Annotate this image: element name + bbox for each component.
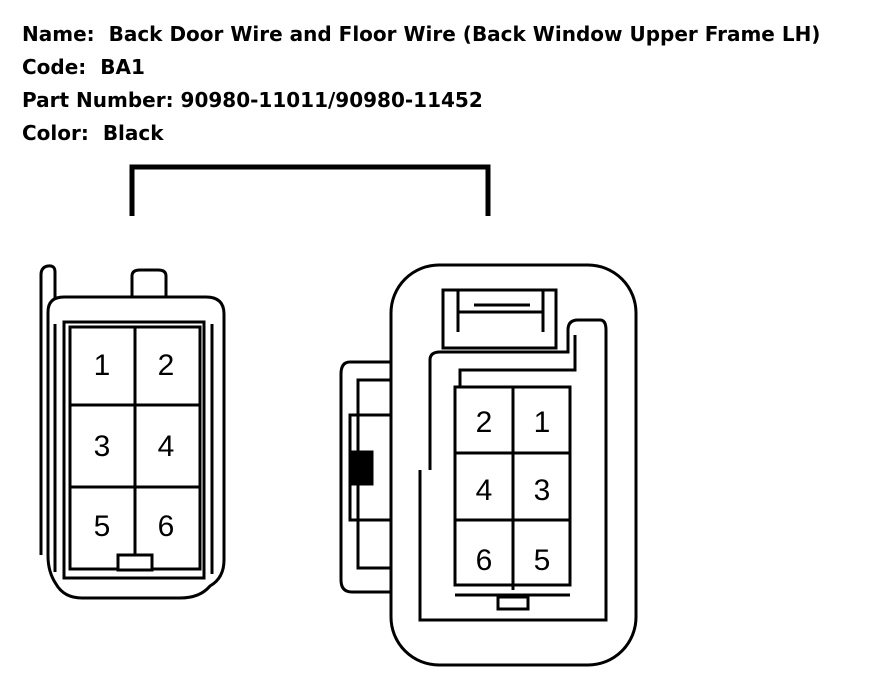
male-pin-5: 5 bbox=[534, 544, 551, 577]
male-pin-1: 1 bbox=[534, 406, 551, 439]
female-body bbox=[46, 295, 226, 600]
female-latch bbox=[130, 268, 168, 297]
male-lock-lever bbox=[441, 288, 558, 350]
name-line: Name: Back Door Wire and Floor Wire (Bac… bbox=[22, 18, 820, 51]
name-label: Name: bbox=[22, 22, 95, 46]
name-value: Back Door Wire and Floor Wire (Back Wind… bbox=[108, 22, 821, 46]
female-pin-3: 3 bbox=[94, 430, 111, 463]
connector-info: Name: Back Door Wire and Floor Wire (Bac… bbox=[22, 18, 820, 150]
male-side-latch bbox=[339, 360, 391, 594]
male-pin-4: 4 bbox=[476, 474, 493, 507]
female-connector bbox=[39, 264, 226, 600]
male-inner-housing bbox=[418, 318, 608, 622]
female-pin-labels: 1 2 3 4 5 6 bbox=[94, 349, 175, 543]
part-number-value: 90980-11011/90980-11452 bbox=[180, 88, 483, 112]
female-bottom-key bbox=[116, 553, 154, 572]
code-value: BA1 bbox=[100, 55, 145, 79]
female-pin-1: 1 bbox=[94, 349, 111, 382]
code-line: Code: BA1 bbox=[22, 51, 820, 84]
female-pin-5: 5 bbox=[94, 510, 111, 543]
part-number-label: Part Number: bbox=[22, 88, 174, 112]
female-pin-4: 4 bbox=[158, 430, 175, 463]
male-pin-6: 6 bbox=[476, 544, 493, 577]
male-pin-2: 2 bbox=[476, 406, 493, 439]
female-cavity bbox=[62, 320, 206, 580]
female-pin-6: 6 bbox=[158, 510, 175, 543]
code-label: Code: bbox=[22, 55, 87, 79]
male-connector bbox=[339, 263, 638, 667]
color-line: Color: Black bbox=[22, 117, 820, 150]
part-number-line: Part Number: 90980-11011/90980-11452 bbox=[22, 84, 820, 117]
female-left-tab bbox=[39, 264, 57, 555]
mating-bracket bbox=[129, 164, 491, 216]
female-pin-2: 2 bbox=[158, 349, 175, 382]
color-label: Color: bbox=[22, 121, 89, 145]
male-pin-labels: 2 1 4 3 6 5 bbox=[476, 406, 551, 577]
male-bottom-key bbox=[496, 595, 530, 611]
male-pin-3: 3 bbox=[534, 474, 551, 507]
color-value: Black bbox=[102, 121, 164, 145]
male-side-latch-lock bbox=[348, 450, 374, 486]
